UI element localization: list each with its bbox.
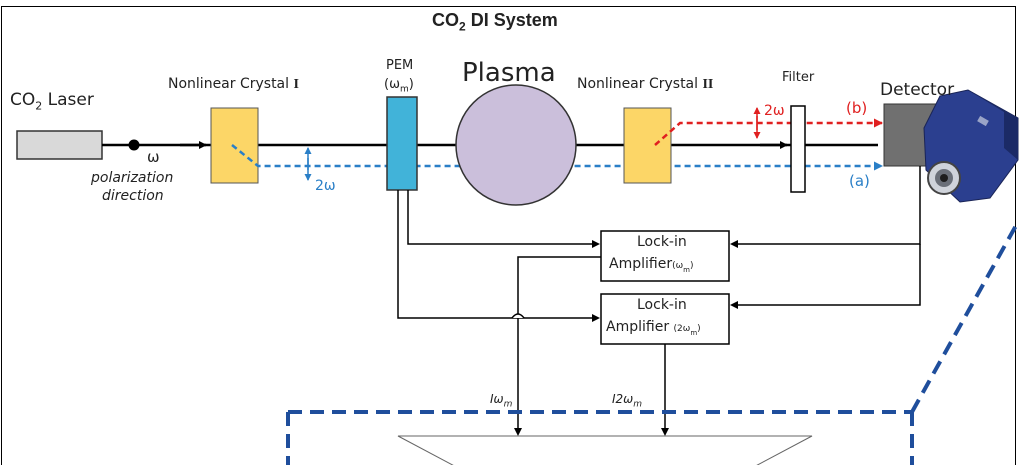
detector-label: Detector (880, 80, 955, 100)
filter-label: Filter (782, 70, 815, 85)
system-frame (1, 6, 1016, 465)
co2-laser-box (16, 130, 103, 160)
crystal2-label: Nonlinear Crystal II (577, 76, 713, 93)
pem-block (386, 96, 418, 191)
pem-sub: m (399, 84, 409, 95)
laser-co: CO (10, 90, 36, 110)
two-omega-blue-label: 2ω (315, 178, 336, 194)
polarization-label-1: polarization (91, 170, 174, 186)
signal1-sub: m (503, 399, 513, 410)
title-sub: 2 (459, 19, 466, 34)
crystal2-numeral: II (702, 77, 714, 92)
signal2-main: I2ω (612, 392, 634, 406)
camera-icon (923, 89, 1019, 203)
lockin2-label-2: Amplifier (2ωm) (606, 319, 701, 337)
filter-plate (790, 105, 806, 193)
beam-b-label: (b) (846, 99, 868, 117)
co2-laser-label: CO2 Laser (10, 90, 94, 112)
diagram-title: CO2 DI System (432, 10, 558, 34)
display-trapezoid (397, 435, 813, 465)
laser-suffix: Laser (42, 90, 94, 110)
omega-label: ω (147, 148, 160, 166)
pem-open: (ω (384, 77, 400, 92)
lockin2-close: ) (697, 324, 701, 334)
lockin2-label-1: Lock-in (637, 297, 687, 313)
signal2-sub: m (633, 399, 643, 410)
lockin1-paren: (ω (672, 261, 684, 271)
lockin1-label-1: Lock-in (637, 234, 687, 250)
laser-sub: 2 (35, 99, 43, 113)
lockin2-paren: (2ω (673, 324, 691, 334)
lockin1-close: ) (689, 261, 694, 271)
plasma-circle (455, 84, 577, 206)
plasma-label: Plasma (462, 58, 556, 88)
zoom-frame (286, 221, 1020, 465)
nonlinear-crystal-2 (623, 107, 672, 184)
lockin-amplifier-1 (600, 230, 730, 282)
pem-label-2: (ωm) (384, 77, 414, 95)
signal1-main: Iω (490, 392, 504, 406)
signal-wiring (397, 166, 921, 430)
beam-a-label: (a) (849, 172, 870, 190)
crystal1-text: Nonlinear Crystal (168, 76, 294, 92)
crystal1-label: Nonlinear Crystal I (168, 76, 299, 93)
polarization-dot (128, 139, 140, 151)
lockin1-sub: m (683, 265, 690, 274)
lockin1-amp: Amplifier (609, 256, 673, 272)
title-suffix: DI System (465, 10, 558, 30)
signal2-label: I2ωm (612, 392, 642, 409)
pem-label-1: PEM (386, 58, 414, 73)
blue-beam-a (231, 144, 883, 171)
red-beam-b (654, 118, 883, 146)
polarization-label-2: direction (102, 188, 164, 204)
pem-close: ) (408, 77, 414, 92)
title-co: CO (432, 10, 459, 30)
lockin2-sub: m (690, 328, 698, 337)
two-omega-red-label: 2ω (764, 103, 785, 119)
signal1-label: Iωm (490, 392, 512, 409)
crystal2-text: Nonlinear Crystal (577, 76, 703, 92)
lockin2-amp: Amplifier (606, 319, 674, 335)
nonlinear-crystal-1 (210, 107, 259, 184)
crystal1-numeral: I (293, 77, 299, 92)
lockin1-label-2: Amplifier(ωm) (609, 256, 693, 274)
